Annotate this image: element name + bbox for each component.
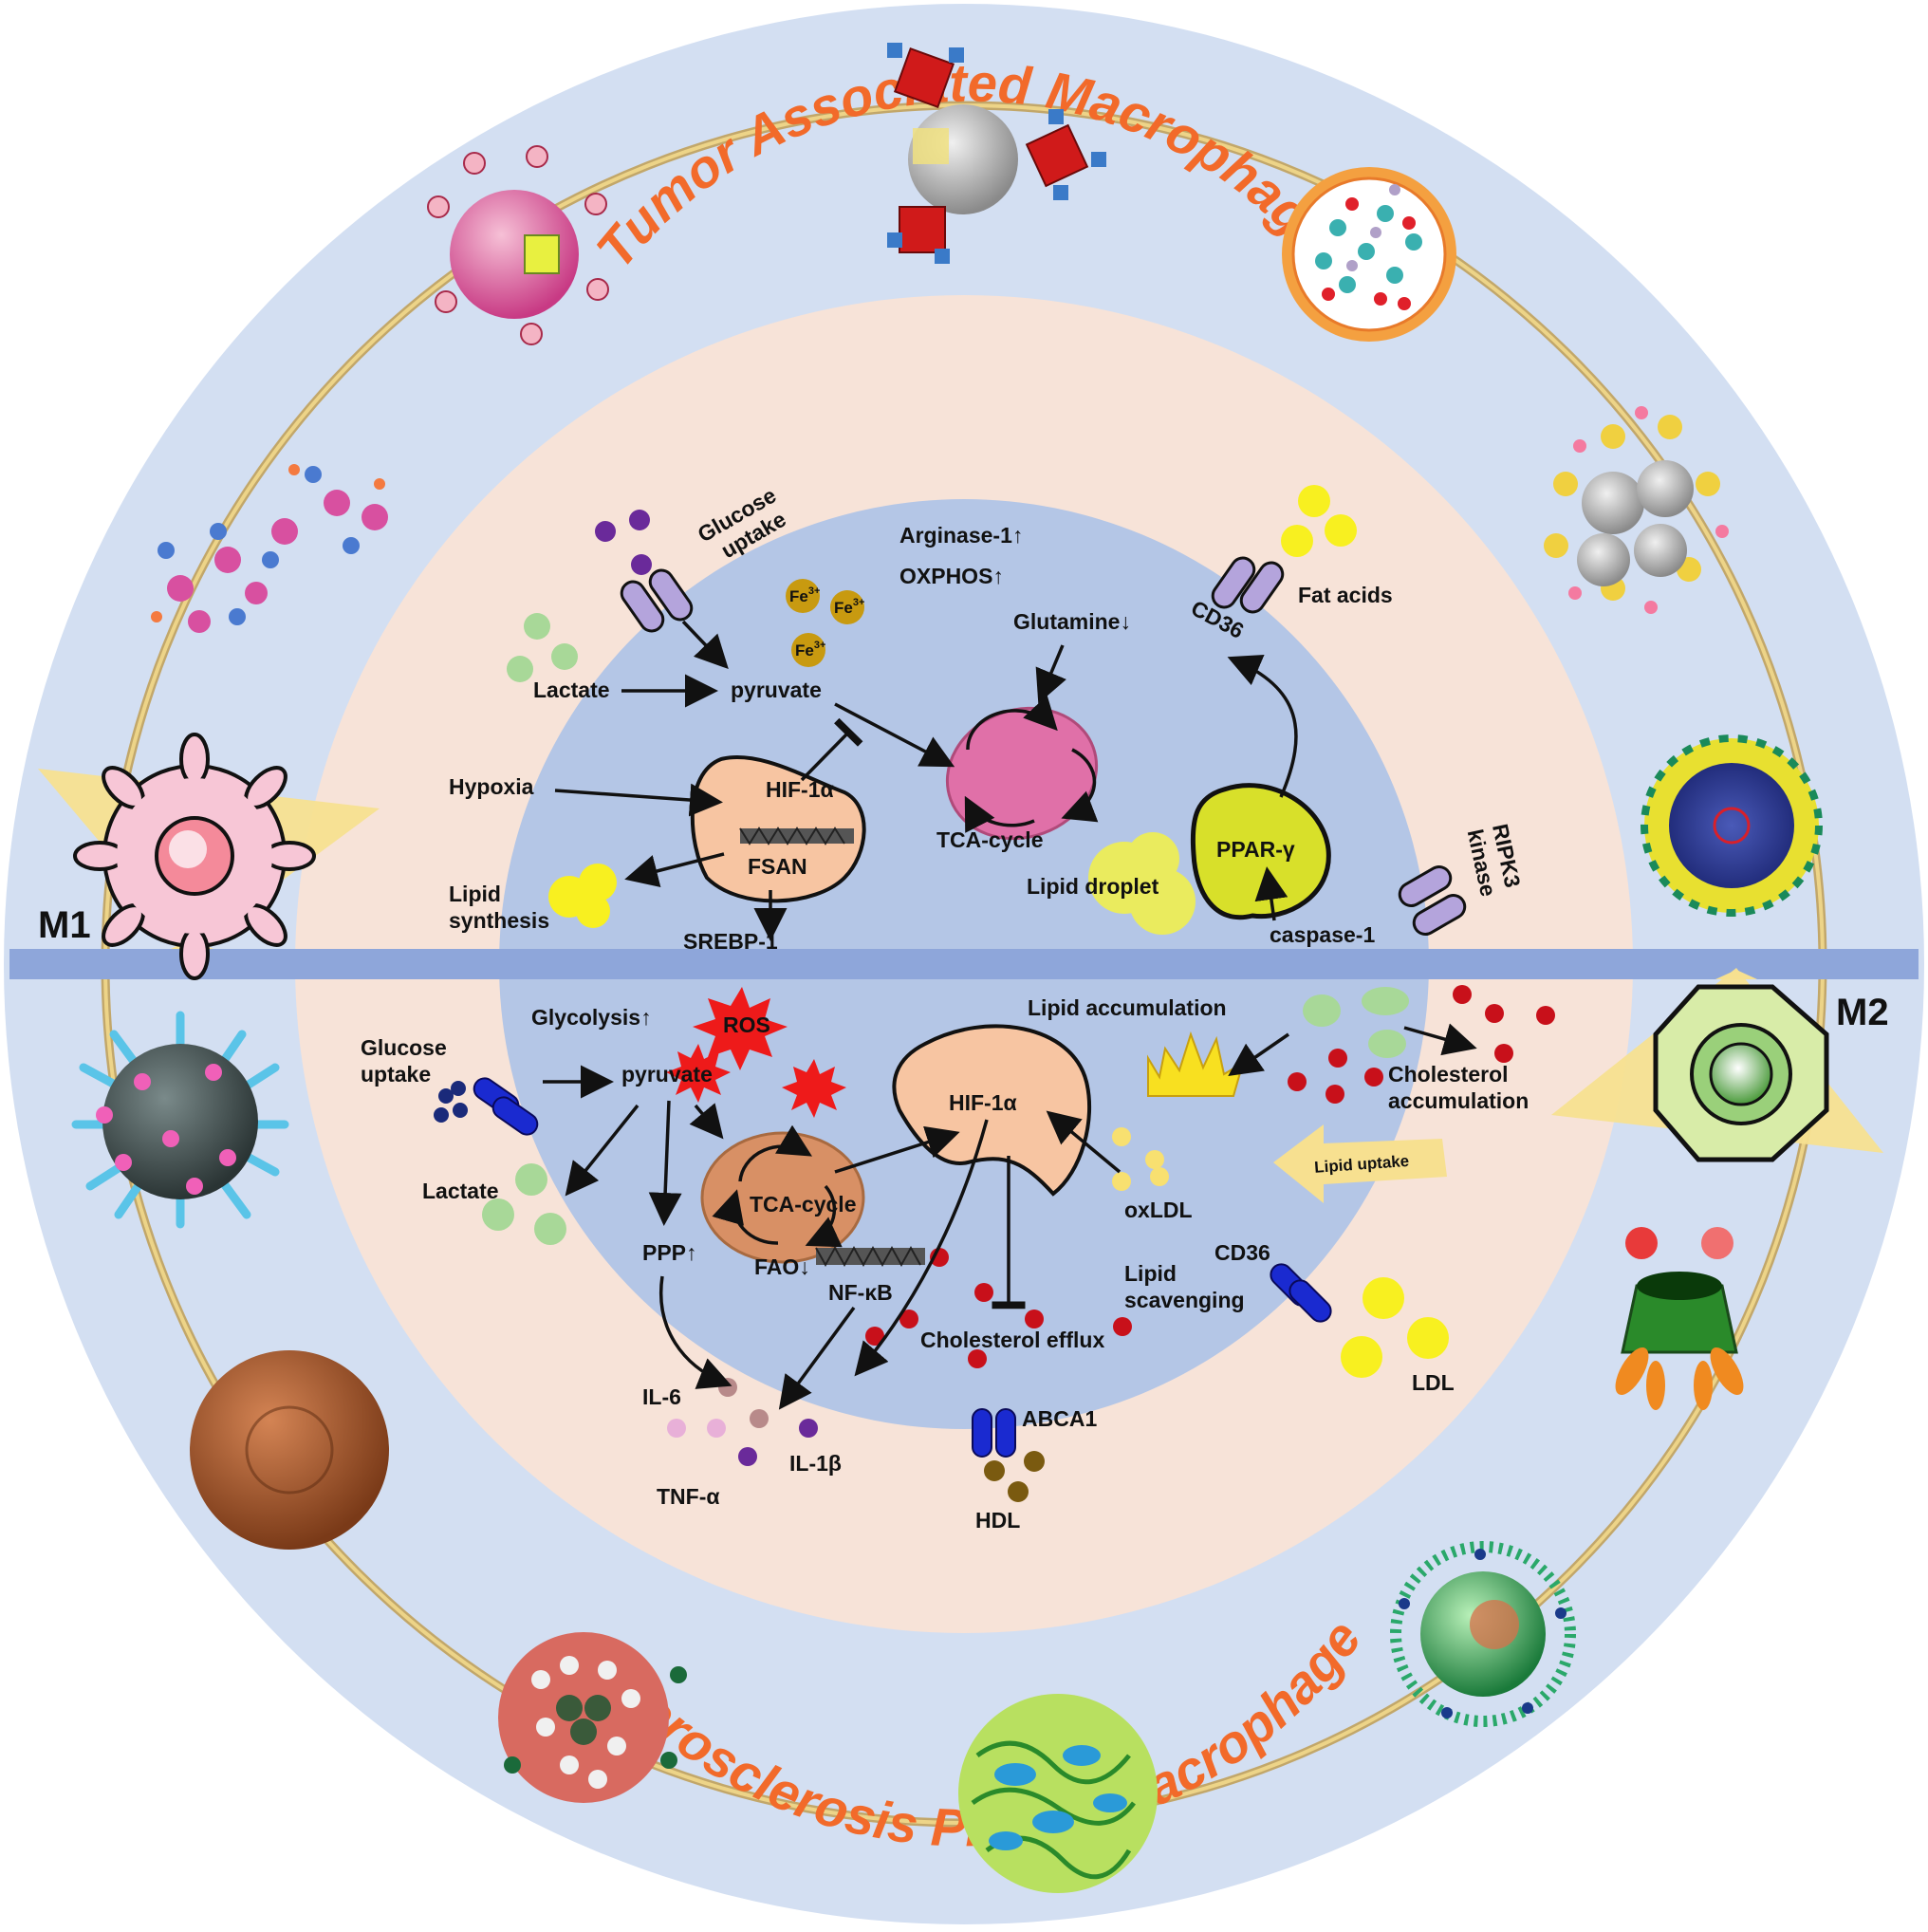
- pyruvate-top-label: pyruvate: [731, 678, 822, 702]
- hif-bottom-label: HIF-1α: [949, 1090, 1017, 1115]
- green-barrel-protein-icon: [1615, 1227, 1744, 1410]
- cholesterol-red-dots: [1288, 985, 1555, 1104]
- il6-label: IL-6: [642, 1384, 681, 1409]
- divider-band: [9, 949, 1919, 979]
- cd36-bottom-label: CD36: [1214, 1240, 1270, 1265]
- fe-label-1: Fe3+: [789, 585, 820, 605]
- fao-label: FAO↓: [754, 1254, 810, 1279]
- liposome-icon: [1282, 167, 1456, 342]
- lactate-top-label: Lactate: [533, 678, 610, 702]
- fe-label-3: Fe3+: [795, 640, 825, 659]
- lipid-uptake-arrow-icon: [1273, 1124, 1447, 1203]
- bottom-pathway-arrows: [543, 1023, 1477, 1410]
- lipid-accumulation-label: Lipid accumulation: [1028, 995, 1227, 1020]
- glucose-transporter-bottom-icon: [473, 1077, 539, 1136]
- yellow-cluster-nanoparticle-icon: [1544, 406, 1729, 614]
- purple-glucose-dots: [595, 510, 652, 575]
- m1-label: M1: [38, 904, 91, 946]
- ppp-label: PPP↑: [642, 1240, 697, 1265]
- brown-rough-nanoparticle-icon: [190, 1350, 389, 1550]
- ldl-yellow-dots: [1341, 1277, 1449, 1378]
- top-pathway-arrows: [554, 620, 1298, 941]
- ppar-label: PPAR-γ: [1216, 837, 1295, 862]
- cd36-top-receptor-icon: [1211, 556, 1285, 614]
- hdl-dots: [984, 1451, 1045, 1502]
- tca-bottom-label: TCA-cycle: [750, 1192, 856, 1217]
- mitochondrion-top-icon: [945, 695, 1099, 841]
- oxphos-label: OXPHOS↑: [899, 564, 1004, 588]
- fat-acids-label: Fat acids: [1298, 583, 1393, 607]
- ldl-label: LDL: [1412, 1370, 1455, 1395]
- nanoparticle-cube-cluster-icon: [887, 43, 1106, 264]
- srebp-label: SREBP-1: [683, 929, 778, 954]
- glucose-transporter-top-icon: [620, 568, 694, 633]
- ripk3-receptor-icon: [1398, 865, 1467, 936]
- red-white-bead-nanoparticle-icon: [498, 1632, 687, 1803]
- lipid-droplet-label: Lipid droplet: [1027, 874, 1159, 899]
- fe-label-2: Fe3+: [834, 597, 864, 617]
- tca-top-label: TCA-cycle: [936, 827, 1043, 852]
- green-core-lipid-shell-icon: [1390, 1541, 1576, 1727]
- ldl-green-particles: [1303, 987, 1409, 1058]
- hdl-label: HDL: [975, 1508, 1020, 1533]
- glucose-dots-bottom: [434, 1081, 468, 1123]
- fsan-label: FSAN: [748, 854, 807, 879]
- mitochondrion-bottom-icon: [700, 1124, 865, 1264]
- abca1-label: ABCA1: [1022, 1406, 1097, 1431]
- green-mesh-nanoparticle-icon: [958, 1694, 1158, 1893]
- yellow-shell-nanoparticle-icon: [1641, 734, 1823, 917]
- cd36-bottom-receptor-icon: [1270, 1263, 1332, 1323]
- tnfa-label: TNF-α: [657, 1484, 720, 1509]
- m2-macrophage-icon: [1551, 968, 1883, 1162]
- ros-burst-icon: [666, 987, 846, 1118]
- fatty-acid-dots: [1281, 485, 1357, 557]
- m1-macrophage-icon: [38, 733, 380, 980]
- lipid-blob-top: [548, 864, 617, 928]
- ros-label: ROS: [723, 1012, 770, 1037]
- ppar-gamma-icon: [1190, 783, 1331, 920]
- oxldl-label: oxLDL: [1124, 1198, 1193, 1222]
- abca1-transporter-icon: [972, 1408, 1016, 1458]
- il1b-label: IL-1β: [789, 1451, 842, 1476]
- nfkb-dna-icon: [815, 1245, 925, 1268]
- pyruvate-bottom-label: pyruvate: [621, 1062, 713, 1087]
- organelle-top-hif: [690, 755, 866, 903]
- lactate-dots-bottom: [482, 1163, 566, 1245]
- hypoxia-label: Hypoxia: [449, 774, 534, 799]
- lipid-droplet-icon: [1088, 832, 1196, 935]
- glycolysis-label: Glycolysis↑: [531, 1005, 652, 1030]
- iron-ions-icon: Fe3+ Fe3+ Fe3+: [786, 579, 864, 667]
- arginase-label: Arginase-1↑: [899, 523, 1023, 548]
- m2-label: M2: [1836, 992, 1889, 1033]
- caspase-label: caspase-1: [1270, 922, 1375, 947]
- pink-molecule-chain-icon: [151, 464, 388, 633]
- lactate-dots-top: [507, 613, 578, 682]
- nanoparticle-pink-sphere-icon: [427, 145, 609, 345]
- lactate-bottom-label: Lactate: [422, 1179, 499, 1203]
- oxldl-dots: [1112, 1127, 1169, 1191]
- spiky-dark-nanoparticle-icon: [71, 1011, 289, 1229]
- cytokine-dots: [667, 1378, 818, 1466]
- hif-top-label: HIF-1α: [766, 777, 834, 802]
- glutamine-label: Glutamine↓: [1013, 609, 1131, 634]
- nfkb-label: NF-κB: [828, 1280, 893, 1305]
- cholesterol-efflux-label: Cholesterol efflux: [920, 1328, 1104, 1352]
